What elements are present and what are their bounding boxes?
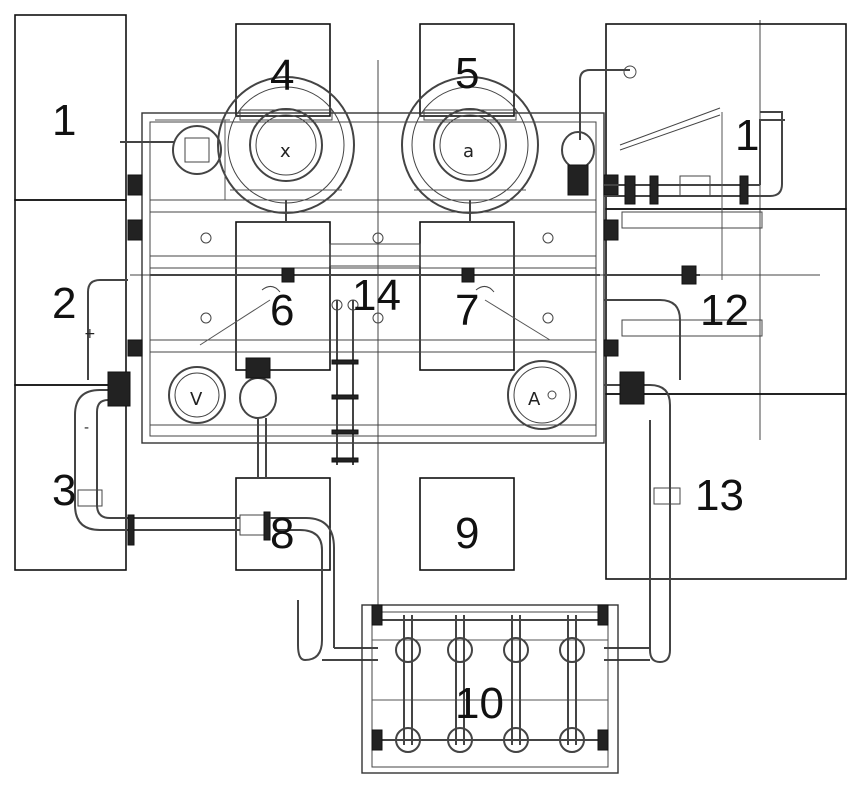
zone-box-9 xyxy=(419,477,515,571)
pump-a-symbol: a xyxy=(463,141,474,162)
gauge-linkage-6 xyxy=(150,267,600,346)
zone-label-8: 8 xyxy=(270,509,294,558)
zone-label-2: 2 xyxy=(52,279,76,328)
plus-marker: + xyxy=(84,326,96,342)
suction-piping-left: + - xyxy=(74,279,271,546)
zone-label-12: 12 xyxy=(700,286,749,335)
zone-label-4: 4 xyxy=(270,51,294,100)
gauge-linkage-7 xyxy=(475,286,551,341)
pump-a xyxy=(401,76,539,222)
motor-a xyxy=(507,360,577,430)
zone-box-7 xyxy=(419,221,515,371)
pump-x-symbol: x xyxy=(280,141,291,162)
zone-label-3: 3 xyxy=(52,466,76,515)
discharge-piping-right xyxy=(604,107,785,280)
zone-label-6: 6 xyxy=(270,286,294,335)
filter-top-right xyxy=(561,65,637,196)
small-tank-top-left xyxy=(120,119,230,200)
zone-box-11 xyxy=(605,23,847,210)
zone-box-8 xyxy=(235,477,331,571)
zone-label-1: 1 xyxy=(52,96,76,145)
zone-box-5 xyxy=(419,23,515,117)
zone-label-11: 1 xyxy=(735,111,759,160)
instrument-rack-14 xyxy=(331,299,359,465)
minus-marker: - xyxy=(84,420,89,436)
zone-label-7: 7 xyxy=(455,286,479,335)
zone-label-10: 10 xyxy=(455,679,504,728)
zone-box-4 xyxy=(235,23,331,117)
motor-a-symbol: A xyxy=(528,389,541,410)
pump-x xyxy=(217,76,355,222)
zone-label-13: 13 xyxy=(695,471,744,520)
motor-v-symbol: V xyxy=(190,389,203,410)
zone-label-5: 5 xyxy=(455,49,479,98)
zone-label-9: 9 xyxy=(455,509,479,558)
skid-frame xyxy=(127,112,619,444)
zone-box-13 xyxy=(605,393,847,580)
zone-label-14: 14 xyxy=(352,271,401,320)
zone-box-6 xyxy=(235,221,331,371)
zone-box-3 xyxy=(14,384,127,571)
manifold-10 xyxy=(361,604,619,774)
pipe-8-to-manifold xyxy=(270,517,378,662)
return-piping-right xyxy=(604,211,763,664)
motor-v xyxy=(168,357,277,478)
